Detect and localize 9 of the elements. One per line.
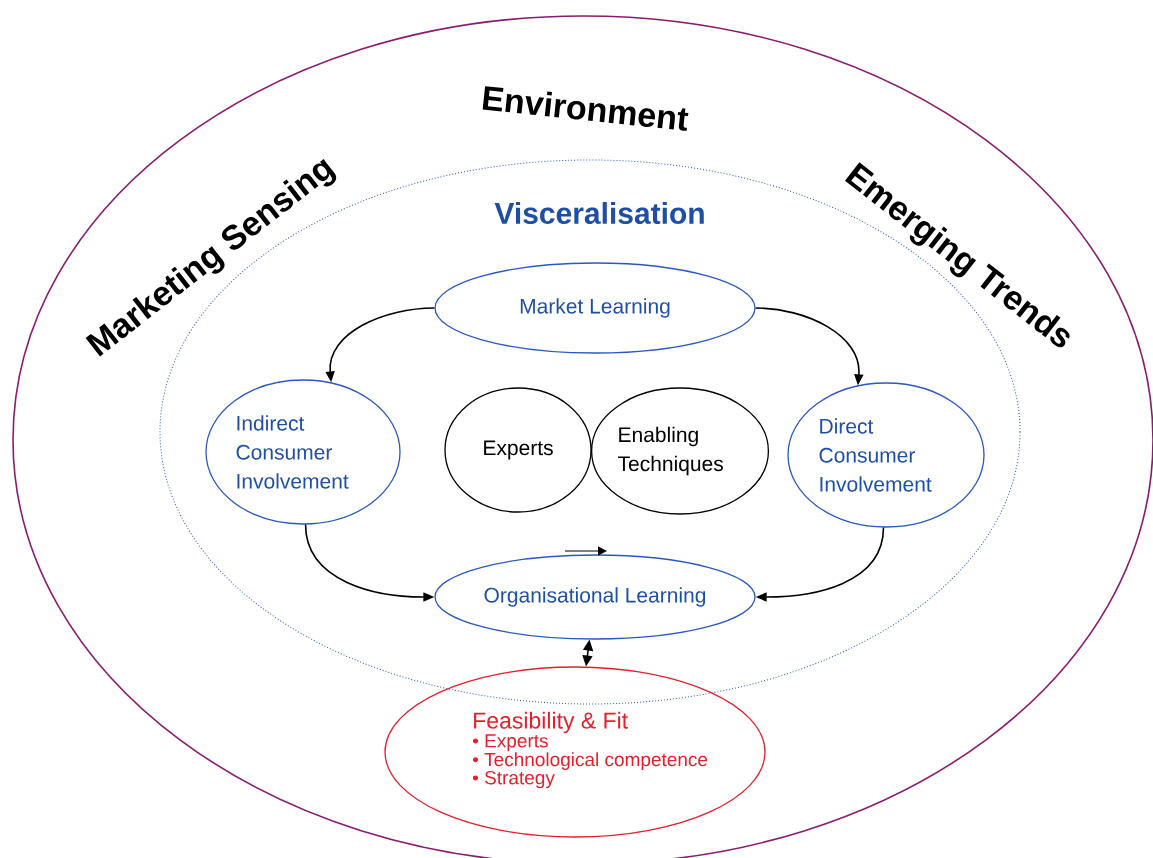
heading-text: Environment	[482, 86, 689, 131]
ellipse-node: Direct Consumer Involvement	[787, 382, 985, 528]
circle-node: Experts	[444, 387, 592, 513]
ellipse-node: Market Learning	[434, 262, 756, 354]
circle-node: Enabling Techniques	[590, 387, 770, 515]
ellipse-node: Feasibility & Fit • Experts • Technological competence • Strategy	[384, 666, 766, 838]
ellipse-node: Indirect Consumer Involvement	[205, 379, 401, 525]
ellipse-node: Organisational Learning	[434, 554, 756, 640]
heading-text: Visceralisation	[494, 202, 704, 224]
